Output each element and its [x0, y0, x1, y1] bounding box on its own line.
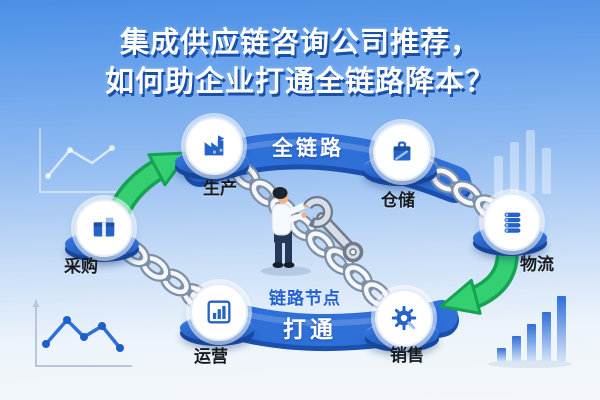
top-banner-label: 全链路 — [272, 137, 344, 160]
node-operations — [180, 283, 254, 351]
package-icon — [75, 199, 133, 257]
page-title: 集成供应链咨询公司推荐， 如何助企业打通全链路降本？ — [0, 24, 600, 102]
gear-icon — [375, 289, 433, 347]
title-line-2: 如何助企业打通全链路降本？ — [104, 66, 495, 98]
watermark-bar-chart-icon — [494, 130, 551, 194]
title-line-1: 集成供应链咨询公司推荐， — [119, 27, 480, 59]
chain-node-caption: 链路节点 — [269, 289, 341, 308]
worker-figure — [261, 187, 311, 276]
node-label-warehousing: 仓储 — [381, 191, 415, 210]
node-label-sales: 销售 — [390, 346, 424, 365]
wrench-icon — [301, 196, 364, 263]
node-label-production: 生产 — [203, 179, 237, 198]
node-procurement — [65, 199, 139, 267]
bar-chart-icon — [190, 283, 248, 341]
bottom-banner-label: 打通 — [283, 316, 337, 342]
node-warehousing — [363, 123, 437, 191]
storage-box-icon — [373, 123, 431, 181]
watermark-line-chart-icon — [39, 128, 122, 193]
goods-stack-icon — [483, 193, 541, 251]
factory-icon — [185, 117, 243, 175]
node-sales — [365, 289, 439, 357]
mini-line-chart — [32, 300, 132, 367]
node-label-procurement: 采购 — [64, 257, 98, 276]
node-production — [175, 117, 249, 185]
node-logistics — [473, 193, 547, 261]
node-label-operations: 运营 — [194, 347, 228, 366]
mini-bar-chart — [488, 296, 572, 368]
node-label-logistics: 物流 — [520, 255, 554, 274]
